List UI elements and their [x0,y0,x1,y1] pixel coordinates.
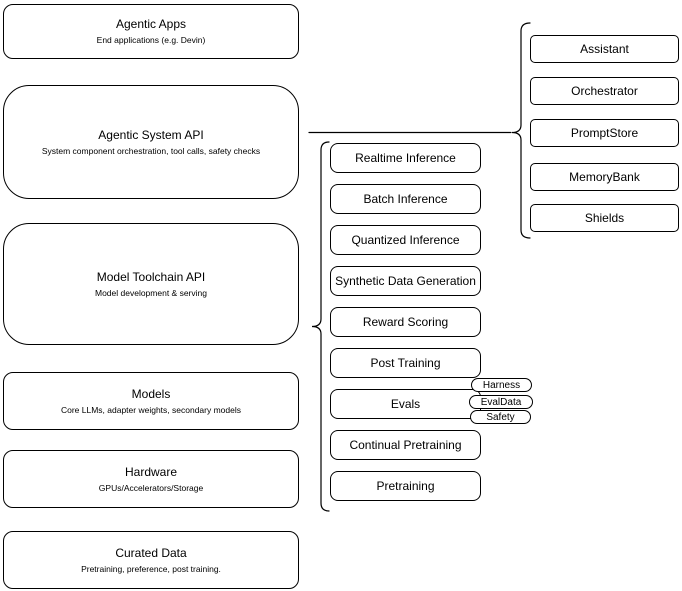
box-label: Orchestrator [571,83,638,98]
box-quantized-inference: Quantized Inference [330,225,481,255]
box-memorybank: MemoryBank [530,163,679,191]
box-label: Shields [584,210,625,225]
box-subtitle: Pretraining, preference, post training. [81,563,221,574]
box-evals: Evals [330,389,481,419]
box-orchestrator: Orchestrator [530,77,679,105]
box-curated-data: Curated Data Pretraining, preference, po… [3,531,299,589]
toolchain-brace [311,141,330,512]
box-subtitle: Model development & serving [95,287,207,298]
system-components-brace [511,22,531,239]
box-label: PromptStore [570,125,639,140]
box-model-toolchain-api: Model Toolchain API Model development & … [3,223,299,345]
box-title: Agentic System API [98,127,204,142]
box-promptstore: PromptStore [530,119,679,147]
box-continual-pretraining: Continual Pretraining [330,430,481,460]
box-label: Quantized Inference [351,232,460,247]
pill-harness: Harness [471,378,532,392]
box-label: Evals [390,396,421,411]
box-shields: Shields [530,204,679,232]
box-label: MemoryBank [569,169,640,184]
box-subtitle: End applications (e.g. Devin) [96,35,206,45]
pill-safety: Safety [470,410,531,424]
pill-label: EvalData [480,396,522,408]
box-title: Hardware [124,464,178,479]
box-title: Models [131,386,171,401]
pill-label: Harness [482,379,521,391]
box-subtitle: System component orchestration, tool cal… [41,145,261,156]
box-label: Synthetic Data Generation [335,273,476,288]
box-post-training: Post Training [330,348,481,378]
box-subtitle: GPUs/Accelerators/Storage [98,482,204,493]
box-label: Pretraining [376,478,435,493]
pill-label: Safety [486,411,515,423]
box-title: Model Toolchain API [96,269,206,284]
box-synthetic-data-generation: Synthetic Data Generation [330,266,481,296]
box-label: Reward Scoring [362,314,449,329]
box-models: Models Core LLMs, adapter weights, secon… [3,372,299,430]
box-hardware: Hardware GPUs/Accelerators/Storage [3,450,299,508]
box-agentic-apps: Agentic Apps End applications (e.g. Devi… [3,4,299,59]
box-label: Continual Pretraining [349,437,462,452]
box-label: Realtime Inference [355,150,456,165]
box-pretraining: Pretraining [330,471,481,501]
box-realtime-inference: Realtime Inference [330,143,481,173]
box-title: Agentic Apps [115,17,187,31]
box-batch-inference: Batch Inference [330,184,481,214]
box-label: Assistant [580,41,629,56]
box-reward-scoring: Reward Scoring [330,307,481,337]
pill-evaldata: EvalData [469,395,533,409]
box-label: Post Training [370,355,441,370]
box-agentic-system-api: Agentic System API System component orch… [3,85,299,199]
box-label: Batch Inference [363,191,448,206]
box-subtitle: Core LLMs, adapter weights, secondary mo… [60,404,241,415]
box-title: Curated Data [115,545,187,560]
box-assistant: Assistant [530,35,679,63]
